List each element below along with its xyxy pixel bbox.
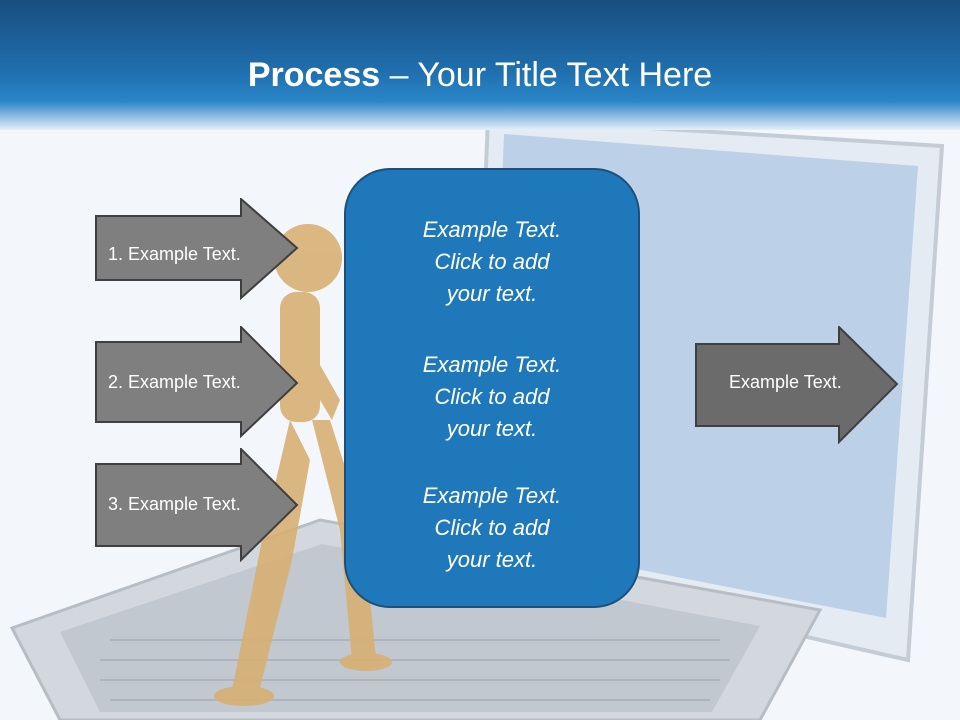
center-content-box[interactable]: Example Text. Click to add your text. Ex…: [344, 168, 640, 608]
center-text-line: your text.: [446, 281, 538, 306]
center-text-block-2: Example Text. Click to add your text.: [346, 349, 638, 445]
center-text-line: Click to add: [434, 384, 550, 409]
arrow-shape-2[interactable]: [94, 326, 300, 438]
arrow-shape-right[interactable]: [694, 326, 900, 444]
center-text-line: your text.: [446, 547, 538, 572]
center-text-line: Example Text.: [422, 352, 562, 377]
center-text-block-3: Example Text. Click to add your text.: [346, 480, 638, 576]
center-text-line: Example Text.: [422, 483, 562, 508]
center-text-block-1: Example Text. Click to add your text.: [346, 214, 638, 310]
arrow-shape-3[interactable]: [94, 448, 300, 562]
slide-title-bold: Process: [247, 56, 381, 94]
arrow-label-1: 1. Example Text.: [108, 244, 241, 264]
arrow-label-2: 2. Example Text.: [108, 372, 241, 392]
arrow-shape-1[interactable]: [94, 198, 300, 300]
slide-title-rest: – Your Title Text Here: [380, 56, 713, 94]
arrow-label-right: Example Text.: [729, 372, 842, 392]
center-text-line: Click to add: [434, 249, 550, 274]
arrow-label-3: 3. Example Text.: [108, 494, 241, 514]
center-text-line: Click to add: [434, 515, 550, 540]
header-band: [0, 0, 960, 130]
center-text-line: Example Text.: [422, 217, 562, 242]
center-text-line: your text.: [446, 416, 538, 441]
slide-title: Process – Your Title Text Here: [0, 52, 960, 98]
